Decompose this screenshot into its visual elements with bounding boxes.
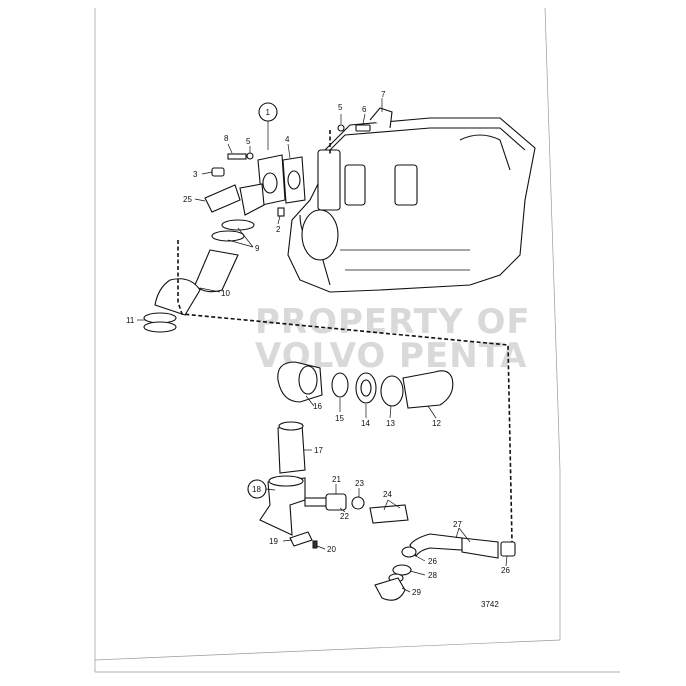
- callout-1: 1: [266, 108, 271, 117]
- upper-hose-assembly: [143, 184, 255, 333]
- lower-exhaust-assembly: [259, 361, 454, 536]
- callout-9: 9: [255, 244, 260, 253]
- callout-16: 16: [313, 402, 322, 411]
- callout-22: 22: [340, 512, 349, 521]
- callout-18: 18: [252, 485, 261, 494]
- callout-24: 24: [383, 490, 392, 499]
- lower-hose-fittings: [374, 533, 516, 601]
- callout-1-circle: [258, 102, 278, 122]
- engine-block: [287, 107, 536, 293]
- callout-6: 6: [362, 105, 367, 114]
- callout-19: 19: [269, 537, 278, 546]
- callout-labels: 1 2 3 4 5 5 6 7 8 9 10 11 12 13 14 15 16…: [126, 90, 510, 597]
- callout-17: 17: [314, 446, 323, 455]
- callout-27: 27: [453, 520, 462, 529]
- callout-23: 23: [355, 479, 364, 488]
- callout-21: 21: [332, 475, 341, 484]
- leader-lines: [137, 98, 508, 593]
- callout-2: 2: [276, 225, 281, 234]
- callout-28: 28: [428, 571, 437, 580]
- callout-8: 8: [224, 134, 229, 143]
- watermark-line-1: PROPERTY OF: [255, 302, 531, 342]
- water-fittings: [289, 493, 409, 549]
- callout-20: 20: [327, 545, 336, 554]
- callout-14: 14: [361, 419, 370, 428]
- callout-26a: 26: [428, 557, 437, 566]
- callout-29: 29: [412, 588, 421, 597]
- hose-routing-dashed: [177, 130, 513, 543]
- fasteners-top: [211, 124, 371, 217]
- callout-15: 15: [335, 414, 344, 423]
- drawing-number: 3742: [481, 600, 499, 609]
- callout-5a: 5: [246, 137, 251, 146]
- callout-13: 13: [386, 419, 395, 428]
- callout-10: 10: [221, 289, 230, 298]
- callout-7: 7: [381, 90, 386, 99]
- exhaust-elbow-assembly: [239, 154, 306, 216]
- callout-25: 25: [183, 195, 192, 204]
- callout-12: 12: [432, 419, 441, 428]
- callout-26b: 26: [501, 566, 510, 575]
- callout-3: 3: [193, 170, 198, 179]
- callout-18-circle: [247, 479, 267, 499]
- page-frame: [94, 7, 620, 673]
- callout-11: 11: [126, 316, 135, 325]
- callout-5b: 5: [338, 103, 343, 112]
- callout-4: 4: [285, 135, 290, 144]
